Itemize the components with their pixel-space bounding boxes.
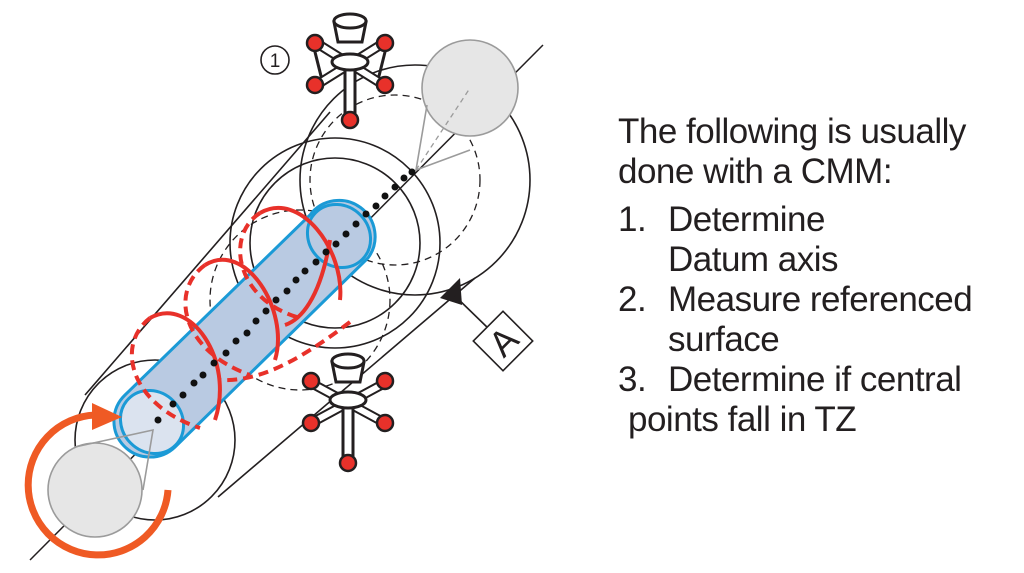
intro-line-2: done with a CMM: [618,152,893,191]
callout-number: 1 [270,51,281,72]
central-points [154,168,416,424]
step-text-cont: Datum axis [668,240,839,279]
step-text: Determine [668,200,825,239]
instructions-text: The following is usually done with a CMM… [618,112,1018,440]
datum-label: A [480,318,526,364]
datum-axis-cylinder [112,198,377,459]
bottom-probe-icon [301,352,395,473]
step-number: 2. [618,280,647,319]
step-number: 3. [618,360,647,399]
intro-line-1: The following is usually [618,112,966,151]
step-text: Measure referenced [668,280,973,319]
measurement-rings [129,205,352,430]
callout-number-badge: 1 [260,45,290,75]
rotation-arrow-icon [24,403,172,559]
intro-text: The following is usually done with a CMM… [618,112,1018,192]
step-text-cont: points fall in TZ [628,400,857,439]
step-text: Determine if central [668,360,962,399]
top-probe-icon [305,12,395,130]
step-number: 1. [618,200,647,239]
step-text-cont: surface [668,320,780,359]
hidden-circles [209,94,481,391]
cmm-cylinder-diagram: A 1 [24,12,544,561]
top-probe-cone [414,39,519,172]
datum-feature-symbol: A [440,278,534,372]
bottom-probe-cone [47,428,154,538]
